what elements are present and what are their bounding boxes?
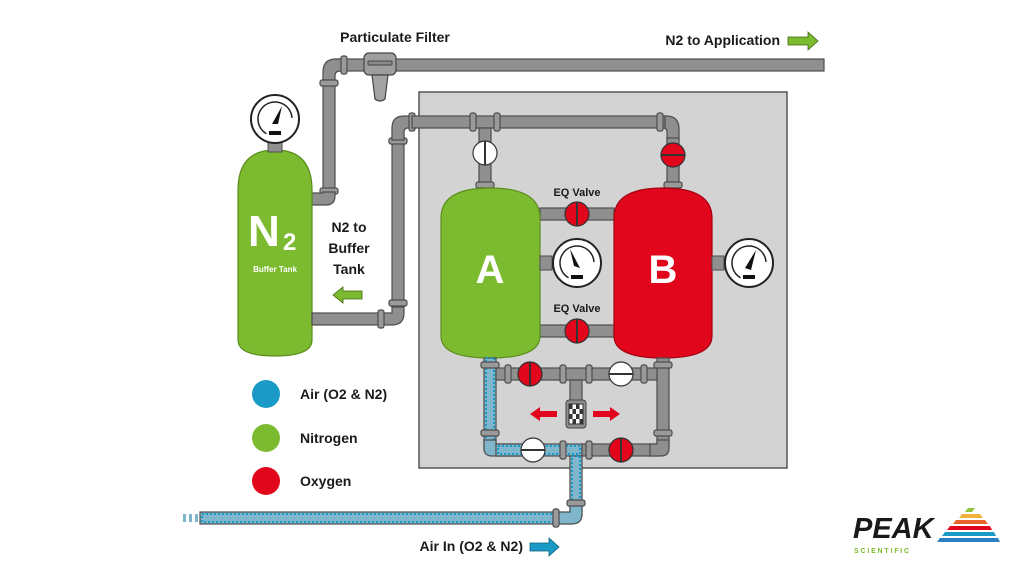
manifold-valve-top-right [608, 361, 634, 387]
n2-buffer-arrow-icon [332, 286, 363, 304]
legend-label-oxygen: Oxygen [300, 473, 351, 489]
exhaust-arrow-right-icon [593, 407, 620, 421]
air-in-label: Air In (O2 & N2) [420, 538, 523, 554]
particulate-filter [363, 52, 397, 102]
manifold-valve-bottom-left [520, 437, 546, 463]
exhaust-silencer [565, 399, 587, 429]
legend-label-nitrogen: Nitrogen [300, 430, 358, 446]
legend-label-air: Air (O2 & N2) [300, 386, 387, 402]
n2-to-application-label: N2 to Application [665, 32, 780, 48]
eq-valve-top [564, 201, 590, 227]
logo-wordmark: PEAK [853, 513, 936, 545]
buffer-tank-label: Buffer Tank [253, 265, 297, 274]
top-valve-a [472, 140, 498, 166]
vessel-b-label: B [649, 248, 678, 292]
legend: Air (O2 & N2) Nitrogen Oxygen [252, 380, 387, 495]
air-in-arrow-icon [529, 537, 560, 557]
peak-scientific-logo: PEAK SCIENTIFIC [853, 508, 1000, 555]
legend-swatch-oxygen [252, 467, 280, 495]
n2-to-buffer-label-line2: Buffer [328, 240, 370, 256]
legend-swatch-nitrogen [252, 424, 280, 452]
n2-application-arrow-icon [787, 31, 819, 51]
n2-to-buffer-label-line3: Tank [333, 261, 365, 277]
eq-valve-bottom [564, 318, 590, 344]
particulate-filter-label: Particulate Filter [340, 29, 450, 45]
air-inlet-pipe [183, 499, 586, 528]
manifold-valve-top-left [517, 361, 543, 387]
n2-to-buffer-label-line1: N2 to [332, 219, 367, 235]
buffer-tank-symbol: N [248, 207, 280, 256]
buffer-tank-subscript: 2 [283, 229, 296, 256]
buffer-tank-gauge [250, 94, 300, 153]
vessel-b-gauge [711, 238, 774, 288]
vessel-a [440, 187, 541, 359]
vessel-b [613, 187, 713, 359]
logo-subtitle: SCIENTIFIC [854, 548, 911, 555]
top-valve-b [660, 142, 686, 168]
legend-swatch-air [252, 380, 280, 408]
logo-pyramid-icon [937, 508, 1000, 542]
eq-valve-top-label: EQ Valve [553, 187, 600, 199]
eq-valve-bottom-label: EQ Valve [553, 303, 600, 315]
vessel-a-label: A [476, 248, 505, 292]
exhaust-arrow-left-icon [530, 407, 557, 421]
manifold-valve-bottom-right [608, 437, 634, 463]
vessel-a-gauge [539, 238, 602, 288]
n2-application-pipe [311, 55, 825, 206]
